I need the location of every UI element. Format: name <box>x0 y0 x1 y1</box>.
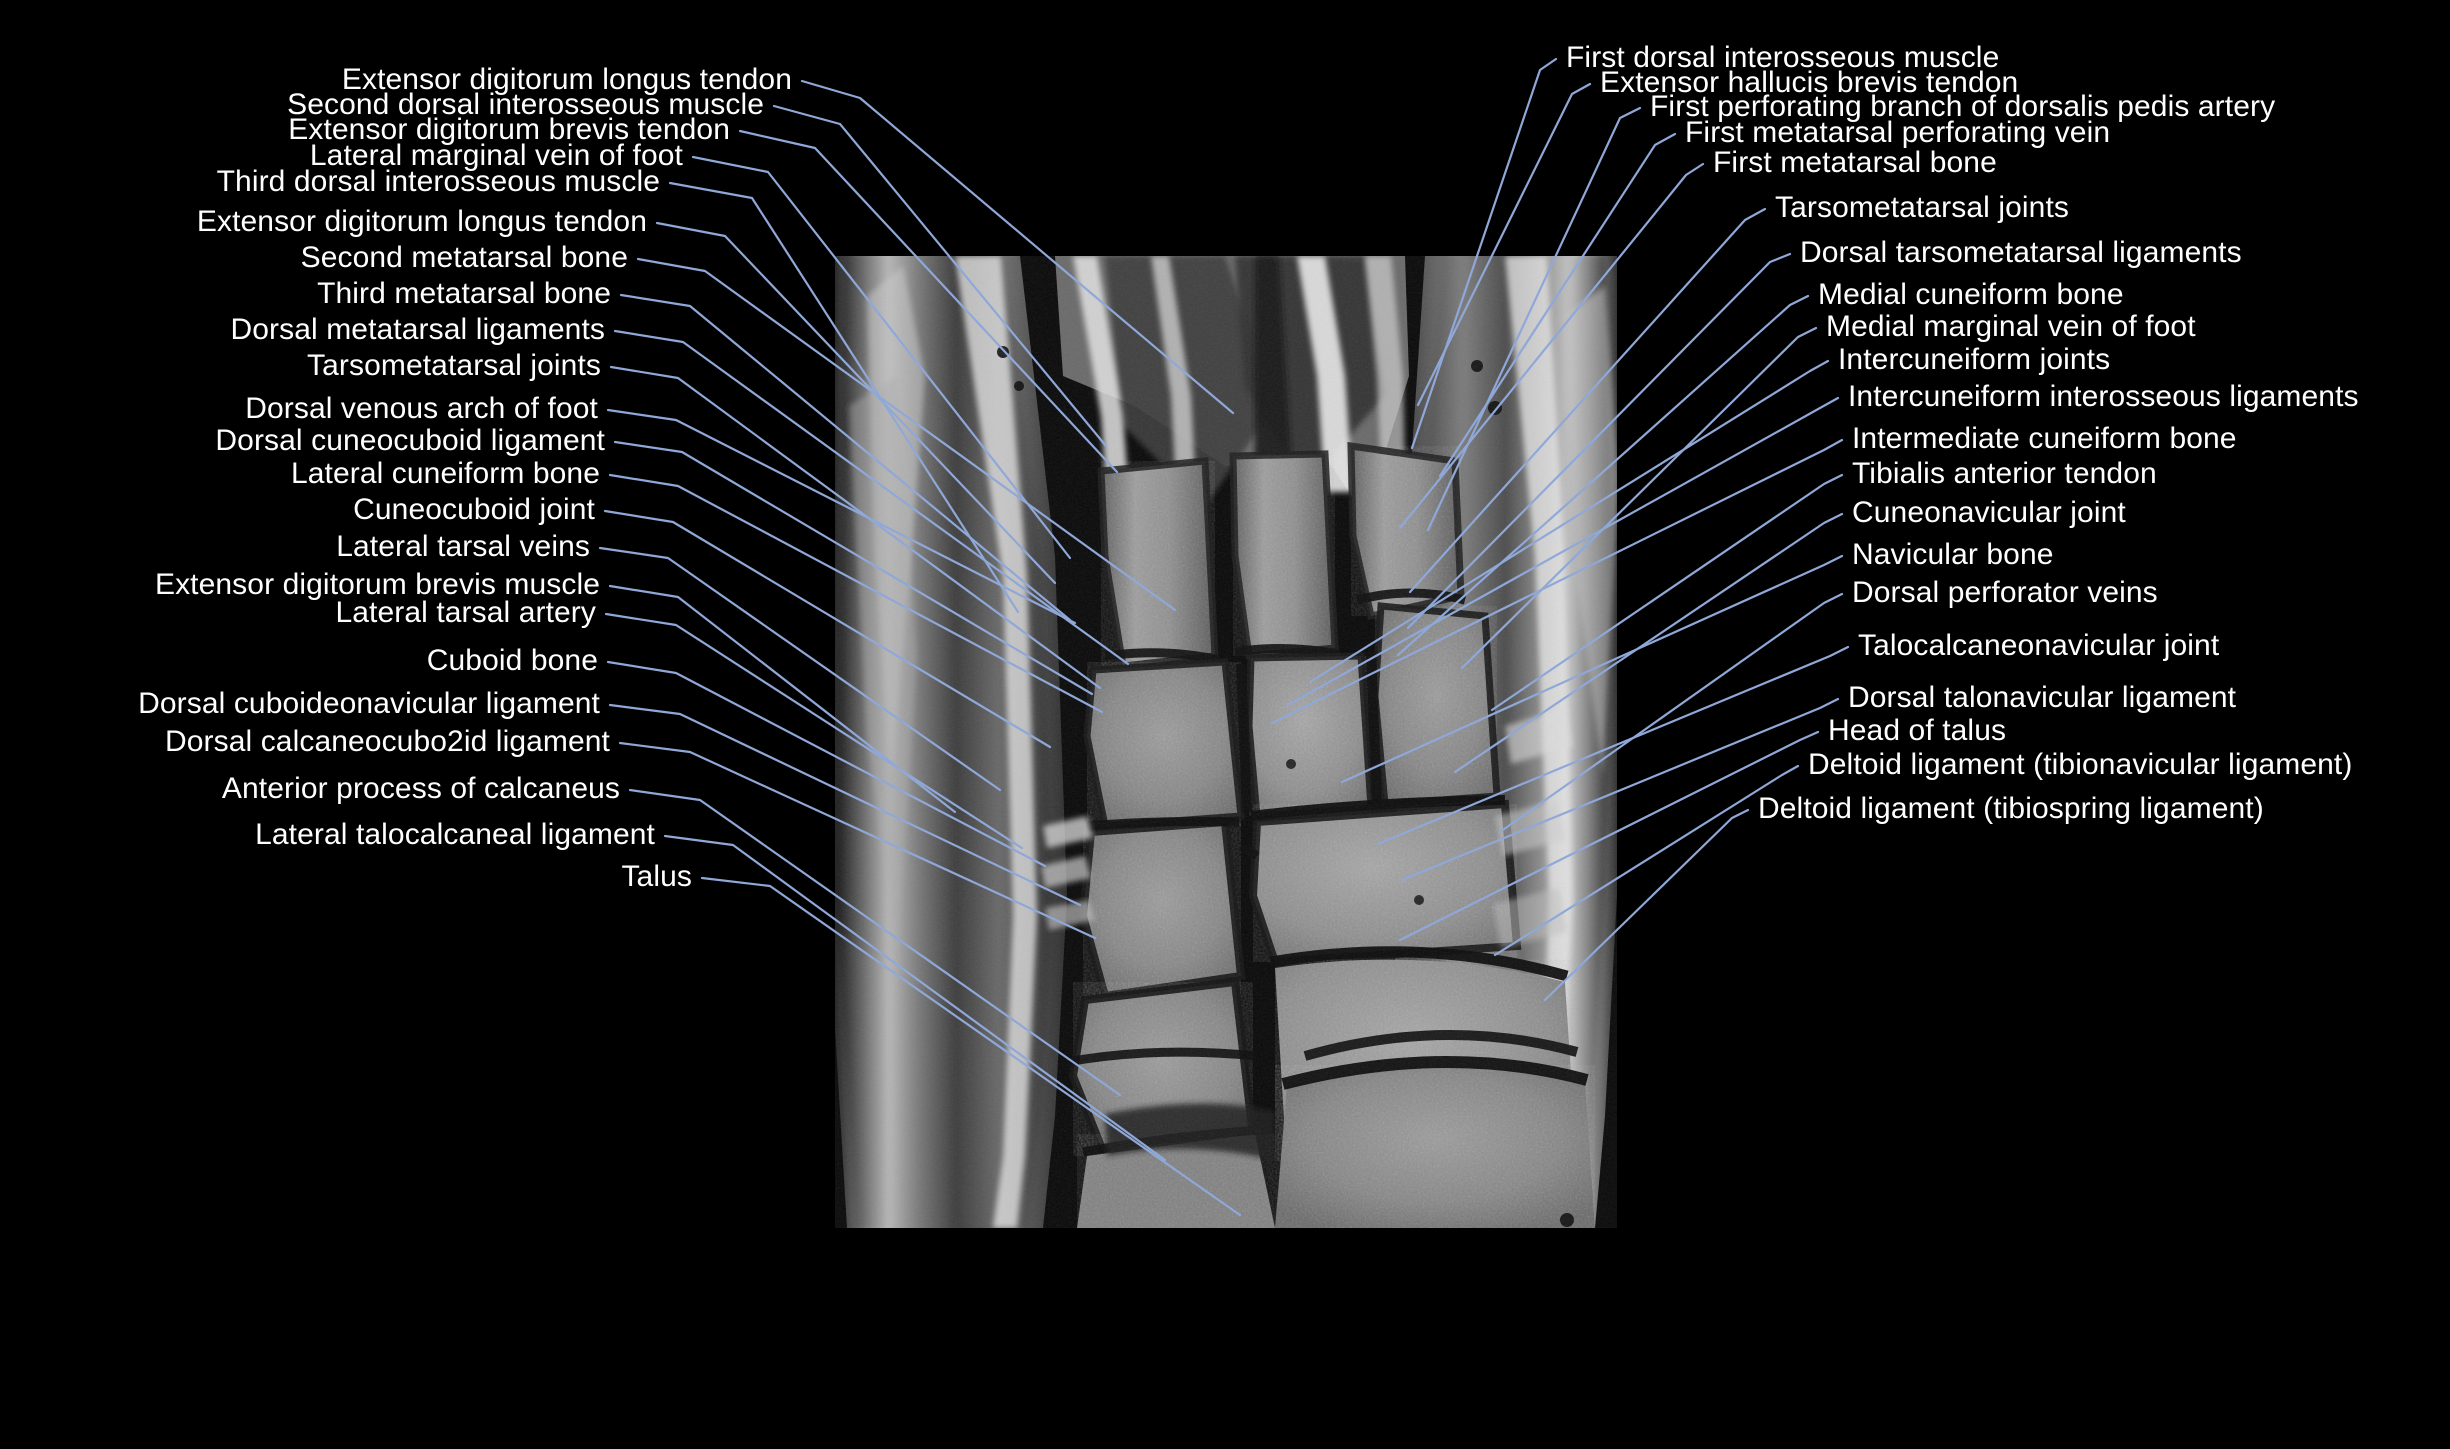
anatomy-label-talus: Talus <box>621 860 692 893</box>
anatomy-label-third-metatarsal-bone: Third metatarsal bone <box>317 277 611 310</box>
anatomy-label-extensor-hallucis-brevis-tendon: Extensor hallucis brevis tendon <box>1600 66 2019 99</box>
anatomy-label-deltoid-ligament-tibiospring-ligament: Deltoid ligament (tibiospring ligament) <box>1758 792 2264 825</box>
anatomy-label-extensor-digitorum-longus-tendon: Extensor digitorum longus tendon <box>196 205 647 238</box>
anatomy-label-medial-marginal-vein-of-foot: Medial marginal vein of foot <box>1826 310 2196 343</box>
anatomy-label-second-metatarsal-bone: Second metatarsal bone <box>300 241 628 274</box>
anatomy-label-first-metatarsal-perforating-vein: First metatarsal perforating vein <box>1685 116 2111 149</box>
anatomy-label-head-of-talus: Head of talus <box>1828 714 2007 747</box>
anatomy-label-deltoid-ligament-tibionavicular-ligament: Deltoid ligament (tibionavicular ligamen… <box>1808 748 2353 781</box>
anatomy-label-dorsal-metatarsal-ligaments: Dorsal metatarsal ligaments <box>230 313 605 346</box>
anatomy-label-dorsal-perforator-veins: Dorsal perforator veins <box>1852 576 2158 609</box>
anatomy-label-extensor-digitorum-longus-tendon: Extensor digitorum longus tendon <box>341 63 792 96</box>
mri-image-panel <box>805 256 1645 1228</box>
anatomy-label-dorsal-cuneocuboid-ligament: Dorsal cuneocuboid ligament <box>215 424 605 457</box>
anatomy-label-tarsometatarsal-joints: Tarsometatarsal joints <box>1775 191 2069 224</box>
anatomy-label-lateral-cuneiform-bone: Lateral cuneiform bone <box>290 457 600 490</box>
anatomy-label-dorsal-talonavicular-ligament: Dorsal talonavicular ligament <box>1848 681 2237 714</box>
anatomy-label-second-dorsal-interosseous-muscle: Second dorsal interosseous muscle <box>287 88 764 121</box>
anatomy-label-extensor-digitorum-brevis-tendon: Extensor digitorum brevis tendon <box>288 113 730 146</box>
anatomy-label-intermediate-cuneiform-bone: Intermediate cuneiform bone <box>1852 422 2237 455</box>
anatomy-label-lateral-tarsal-veins: Lateral tarsal veins <box>336 530 590 563</box>
anatomy-label-extensor-digitorum-brevis-muscle: Extensor digitorum brevis muscle <box>154 568 600 601</box>
anatomy-label-dorsal-venous-arch-of-foot: Dorsal venous arch of foot <box>245 392 598 425</box>
anatomy-label-first-dorsal-interosseous-muscle: First dorsal interosseous muscle <box>1566 41 2000 74</box>
anatomy-label-dorsal-tarsometatarsal-ligaments: Dorsal tarsometatarsal ligaments <box>1800 236 2242 269</box>
anatomy-label-intercuneiform-interosseous-ligaments: Intercuneiform interosseous ligaments <box>1848 380 2359 413</box>
mri-coronal-foot-image <box>805 256 1645 1228</box>
anatomy-label-first-perforating-branch-of-dorsalis-pedis-artery: First perforating branch of dorsalis ped… <box>1650 90 2276 123</box>
anatomy-label-talocalcaneonavicular-joint: Talocalcaneonavicular joint <box>1858 629 2220 662</box>
anatomy-label-medial-cuneiform-bone: Medial cuneiform bone <box>1818 278 2124 311</box>
anatomy-label-lateral-marginal-vein-of-foot: Lateral marginal vein of foot <box>309 139 683 172</box>
anatomy-label-dorsal-calcaneocubo2id-ligament: Dorsal calcaneocubo2id ligament <box>164 725 610 758</box>
anatomy-label-lateral-tarsal-artery: Lateral tarsal artery <box>335 596 596 629</box>
anatomy-label-tarsometatarsal-joints: Tarsometatarsal joints <box>307 349 601 382</box>
anatomy-label-cuboid-bone: Cuboid bone <box>426 644 598 677</box>
anatomy-label-first-metatarsal-bone: First metatarsal bone <box>1713 146 1997 179</box>
anatomy-label-tibialis-anterior-tendon: Tibialis anterior tendon <box>1852 457 2157 490</box>
anatomy-label-lateral-talocalcaneal-ligament: Lateral talocalcaneal ligament <box>255 818 655 851</box>
anatomy-label-navicular-bone: Navicular bone <box>1852 538 2054 571</box>
anatomy-label-intercuneiform-joints: Intercuneiform joints <box>1838 343 2111 376</box>
anatomy-label-cuneocuboid-joint: Cuneocuboid joint <box>353 493 595 526</box>
anatomy-label-anterior-process-of-calcaneus: Anterior process of calcaneus <box>221 772 620 805</box>
anatomy-label-third-dorsal-interosseous-muscle: Third dorsal interosseous muscle <box>216 165 660 198</box>
anatomy-label-dorsal-cuboideonavicular-ligament: Dorsal cuboideonavicular ligament <box>138 687 600 720</box>
anatomy-label-cuneonavicular-joint: Cuneonavicular joint <box>1852 496 2126 529</box>
